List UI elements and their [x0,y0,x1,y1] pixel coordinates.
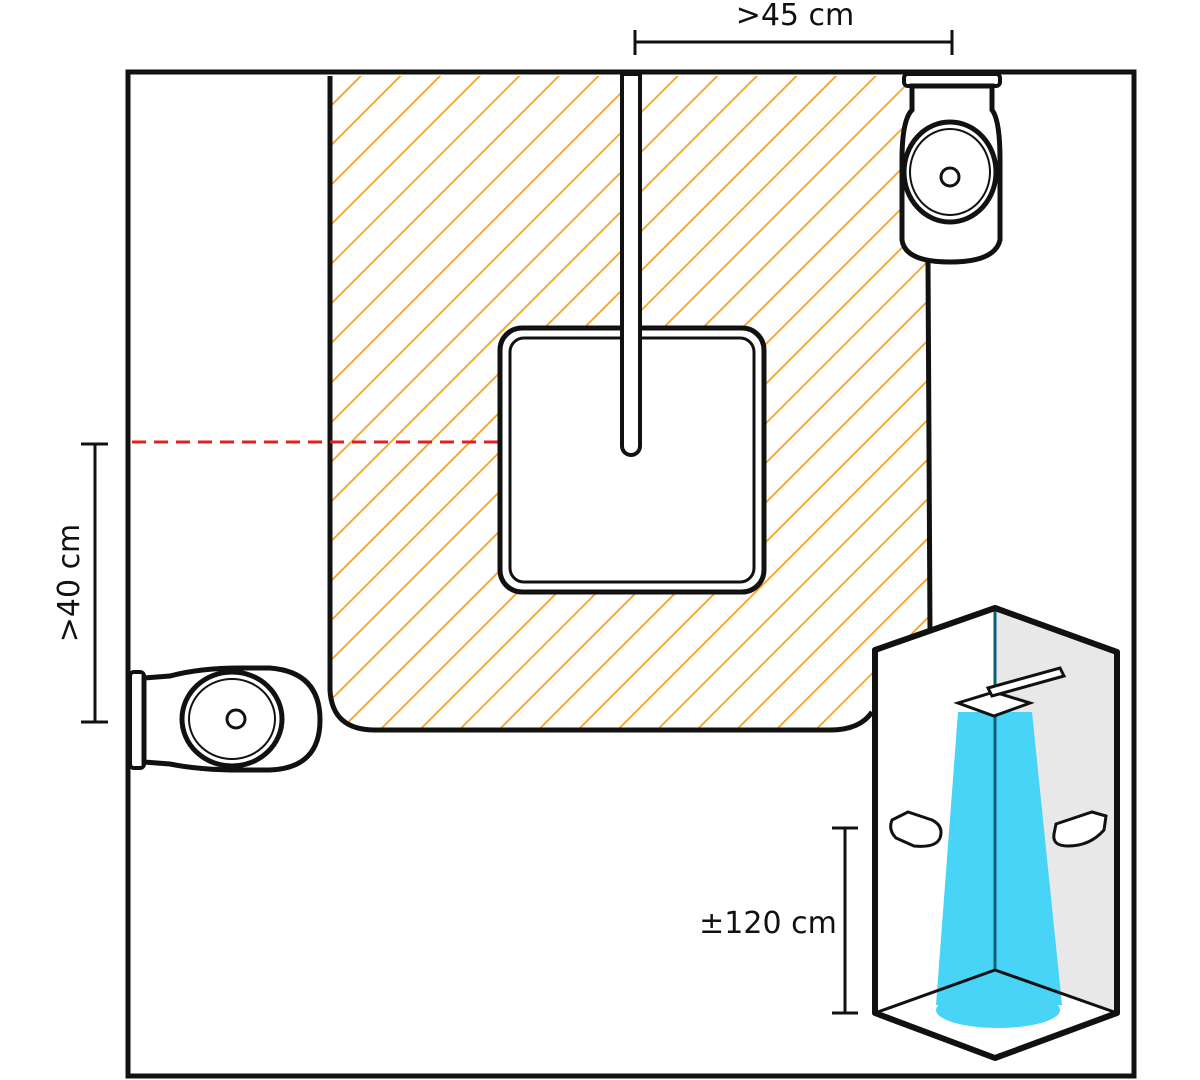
soap-holder-left [889,810,943,848]
dimension-shower: ±120 cm [699,826,858,1015]
dimension-left: >40 cm [52,442,108,724]
water-spray [936,712,1062,1005]
dimension-top: >45 cm [633,0,954,55]
dimension-left-label: >40 cm [52,524,87,643]
shower-cabin [872,605,1120,1061]
toilet-top-right [899,72,1003,265]
shower-head [953,666,1067,718]
dimension-top-label: >45 cm [736,0,855,33]
soap-holder-right [1052,810,1108,848]
dimension-shower-label: ±120 cm [699,906,837,941]
toilet-left [128,665,323,773]
faucet-bar [620,72,642,457]
